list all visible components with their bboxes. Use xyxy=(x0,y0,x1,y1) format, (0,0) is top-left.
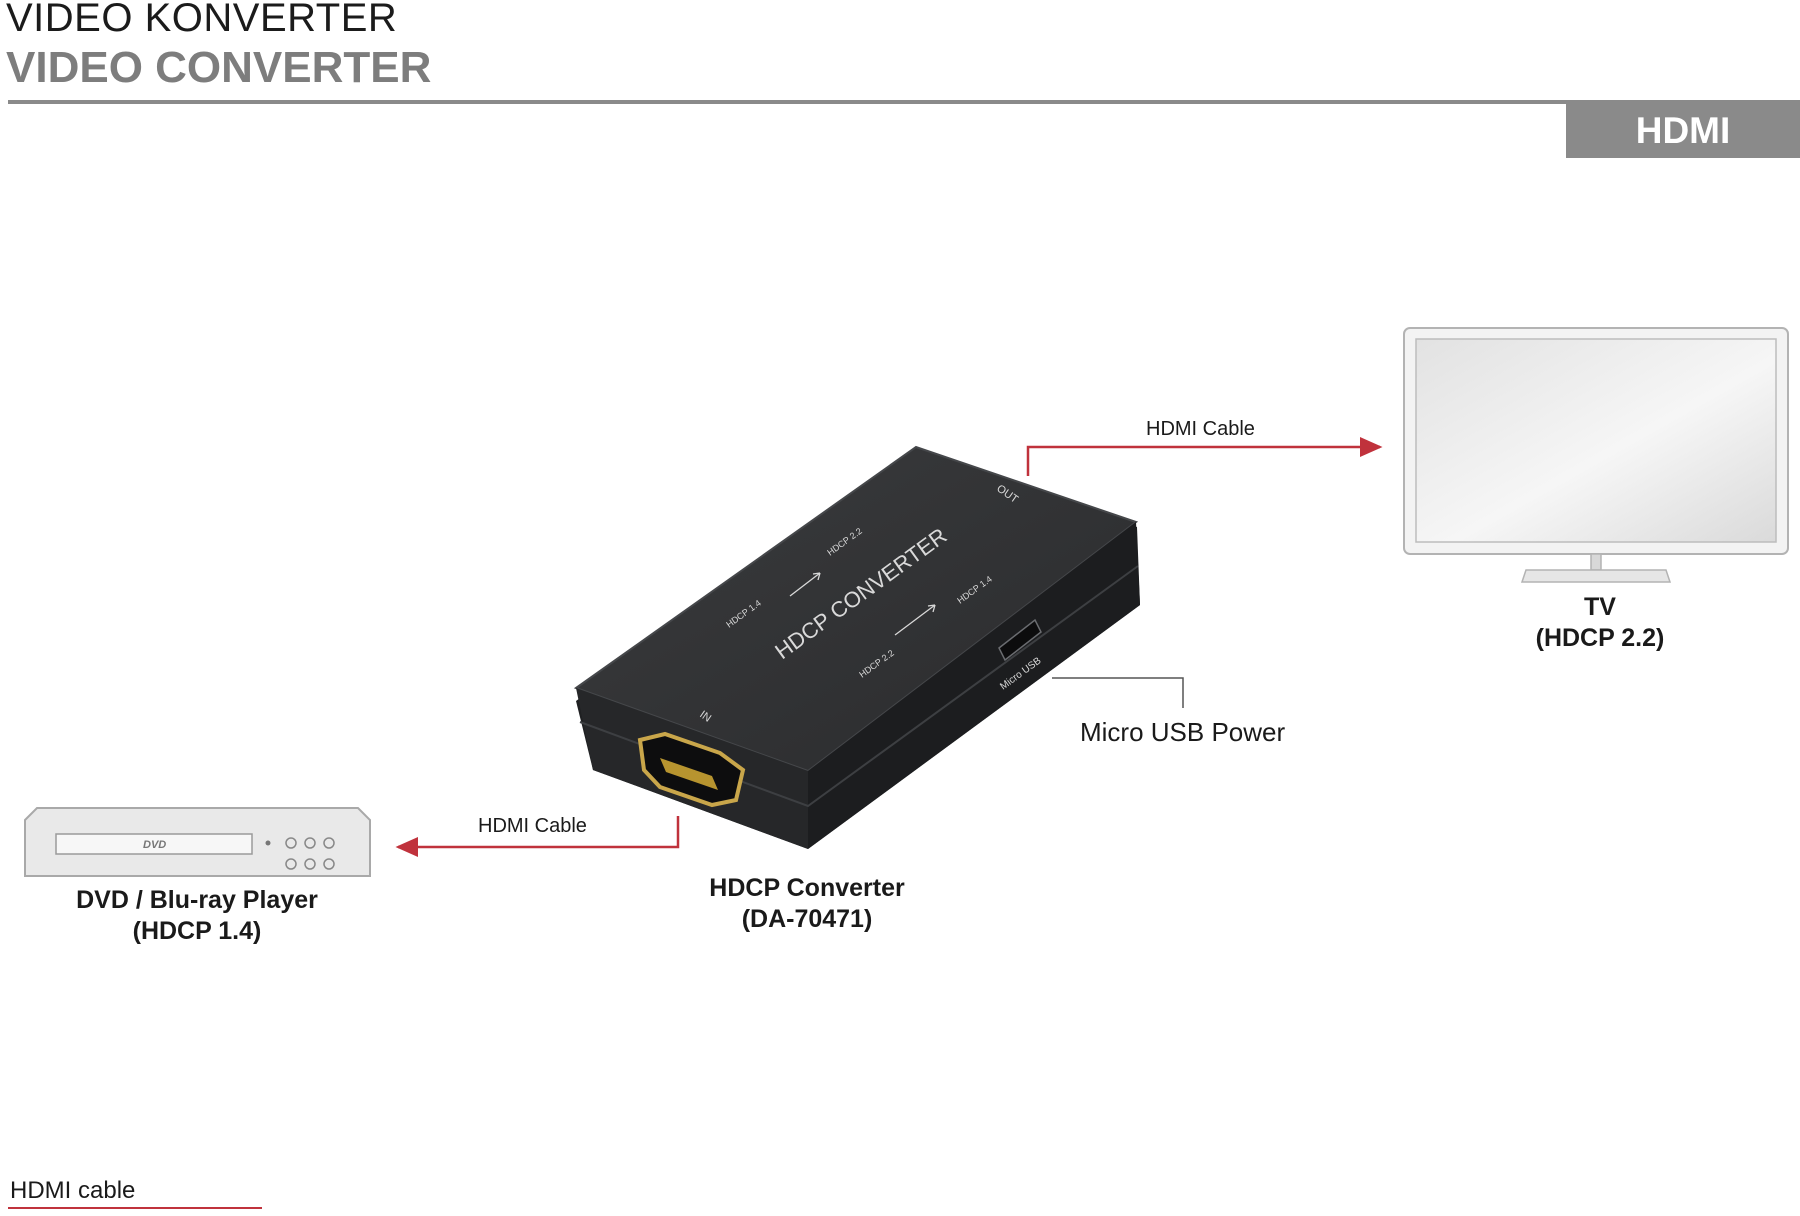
tv-icon xyxy=(1403,327,1789,583)
hdcp-converter-device: HDCP CONVERTER HDCP 1.4 HDCP 2.2 HDCP 2.… xyxy=(573,445,1140,849)
title-german: VIDEO KONVERTER xyxy=(6,0,398,40)
legend-hdmi-cable-swatch xyxy=(8,1207,262,1209)
header-divider xyxy=(8,100,1800,104)
legend-hdmi-cable-label: HDMI cable xyxy=(10,1177,136,1204)
micro-usb-power-line xyxy=(1052,677,1184,708)
tv-spec: (HDCP 2.2) xyxy=(1535,624,1665,652)
converter-name: HDCP Converter xyxy=(709,874,905,902)
hdmi-cable-out-label: HDMI Cable xyxy=(1146,418,1255,440)
converter-model: (DA-70471) xyxy=(741,905,873,933)
micro-usb-power-label: Micro USB Power xyxy=(1080,717,1286,747)
category-tab: HDMI xyxy=(1566,104,1800,158)
player-caption: DVD / Blu-ray Player (HDCP 1.4) xyxy=(47,885,347,947)
hdmi-cable-in-label: HDMI Cable xyxy=(478,815,587,837)
player-spec: (HDCP 1.4) xyxy=(132,917,262,945)
device-row2-arrow-icon xyxy=(894,604,936,636)
device-row1-arrow-icon xyxy=(789,572,821,597)
title-english: VIDEO CONVERTER xyxy=(6,43,432,92)
hdmi-cable-in-line xyxy=(395,816,680,857)
tv-caption: TV (HDCP 2.2) xyxy=(1500,592,1700,654)
category-tab-label: HDMI xyxy=(1635,110,1731,151)
dvd-player-icon: DVD xyxy=(24,807,371,877)
hdmi-cable-out-line xyxy=(1026,437,1383,476)
micro-usb-port xyxy=(998,618,1042,662)
dvd-logo: DVD xyxy=(143,839,166,851)
player-name: DVD / Blu-ray Player xyxy=(76,886,318,914)
tv-name: TV xyxy=(1584,593,1616,621)
converter-caption: HDCP Converter (DA-70471) xyxy=(647,873,967,935)
hdmi-port xyxy=(637,731,746,808)
